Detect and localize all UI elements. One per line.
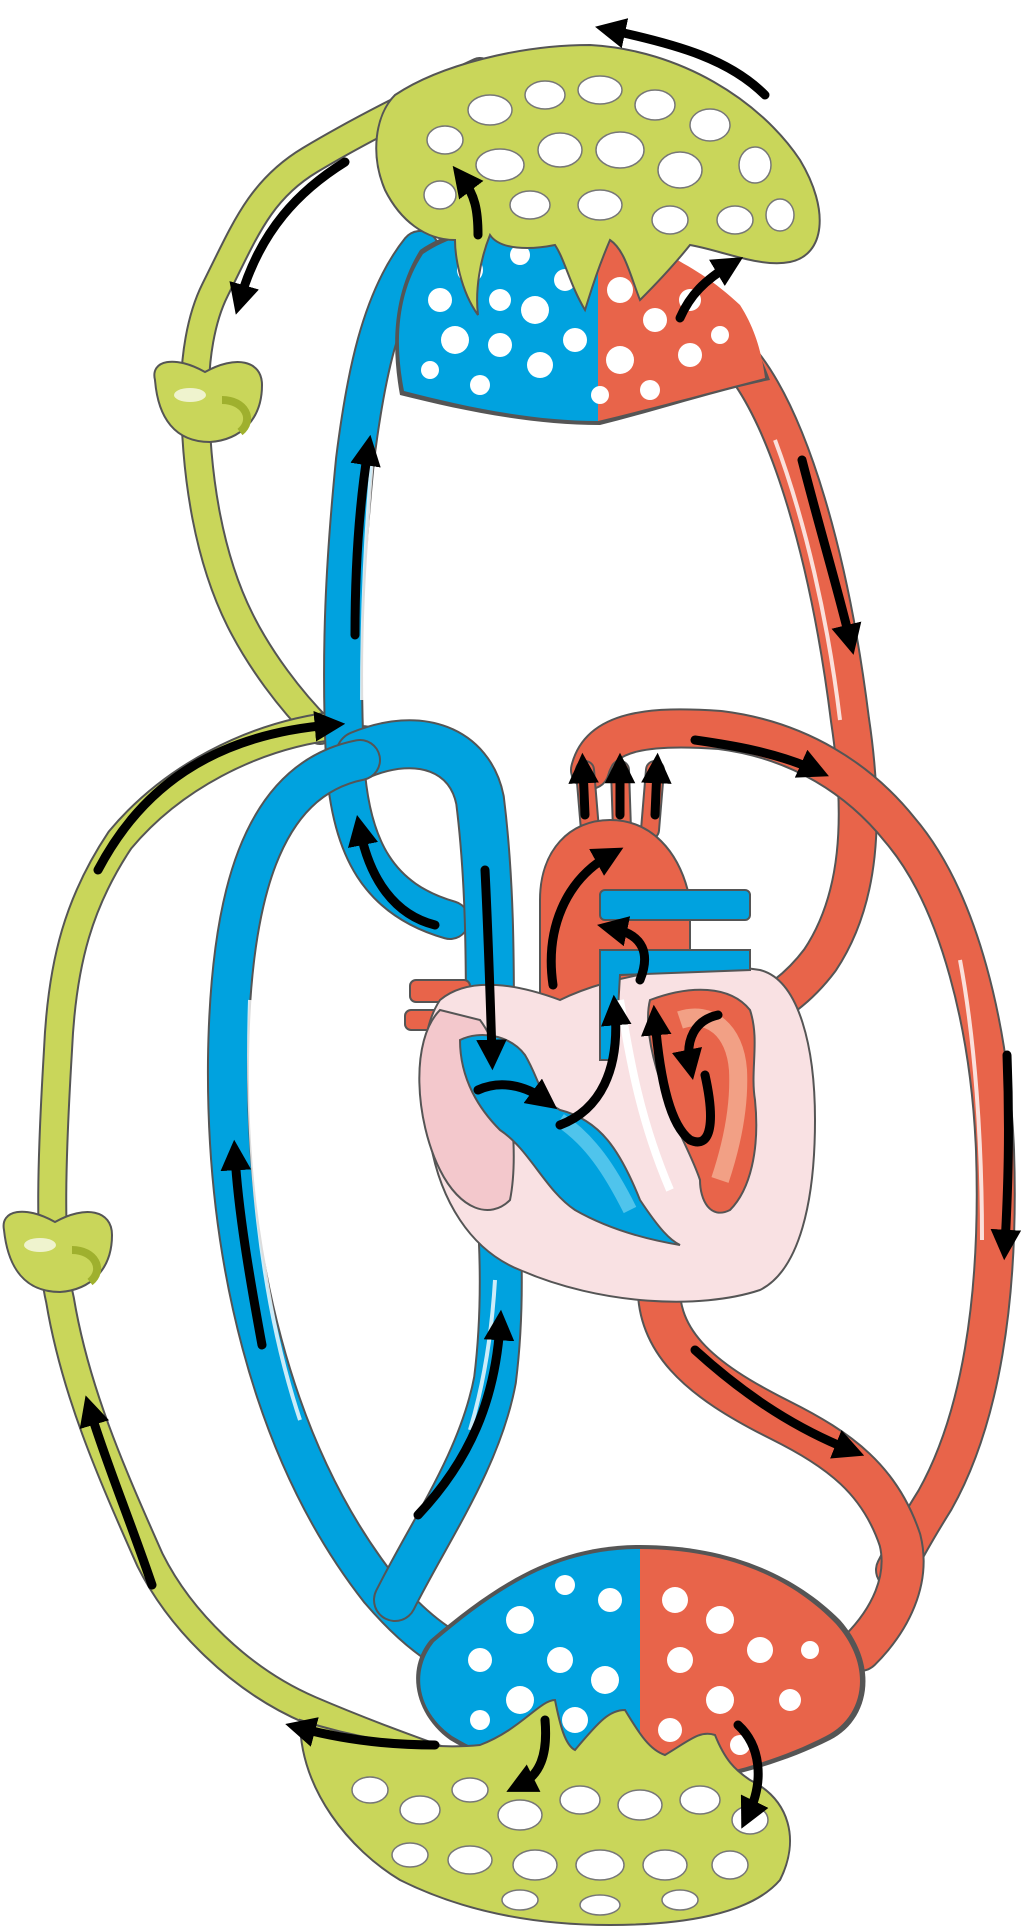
flow-arrow-left-ventricle-loop xyxy=(641,1004,715,1147)
flow-arrow-left-loop-up xyxy=(220,1139,267,1350)
flow-arrows xyxy=(79,18,1022,1829)
flow-arrow-descending-aorta xyxy=(690,1345,865,1459)
flow-arrow-right-loop-down xyxy=(990,1050,1022,1261)
flow-arrow-right-ventricle-up xyxy=(555,994,632,1130)
flow-arrow-aortic-arch xyxy=(690,735,829,778)
flow-arrow-top xyxy=(595,18,770,100)
flow-arrow-upper-lymph xyxy=(229,157,350,315)
flow-arrow-aorta-up xyxy=(546,847,624,990)
flow-arrow-left-lymph-up xyxy=(79,1395,157,1590)
flow-arrow-vein-curl xyxy=(348,814,440,930)
flow-arrow-vena-cava-down xyxy=(476,865,507,1071)
flow-arrow-right-atrium xyxy=(473,1078,558,1110)
flow-arrow-small-upper-left xyxy=(452,165,484,240)
flow-arrow-small-lower-left xyxy=(506,1715,551,1792)
flow-arrow-lower-lymph xyxy=(285,1717,440,1750)
flow-arrow-ivc-up xyxy=(413,1309,515,1520)
lymph-node-upper xyxy=(153,360,264,444)
flow-arrow-left-atrium-curl xyxy=(672,1010,723,1081)
flow-arrow-vein-up xyxy=(350,434,381,640)
heart xyxy=(404,818,817,1303)
lower-capillary-bed xyxy=(416,1545,866,1790)
flow-arrow-lymph-junction xyxy=(93,711,346,875)
upper-lymph-network xyxy=(375,43,821,316)
flow-arrow-small-lower-right xyxy=(733,1720,769,1829)
flow-arrow-aortic-branch-1 xyxy=(568,752,599,820)
lymph-node-lower xyxy=(2,1210,114,1294)
flow-arrow-pulmonary-curl xyxy=(597,916,650,985)
flow-arrow-artery-down xyxy=(797,455,862,655)
flow-arrow-small-upper-right xyxy=(675,257,744,323)
flow-arrow-aortic-branch-3 xyxy=(641,752,672,820)
